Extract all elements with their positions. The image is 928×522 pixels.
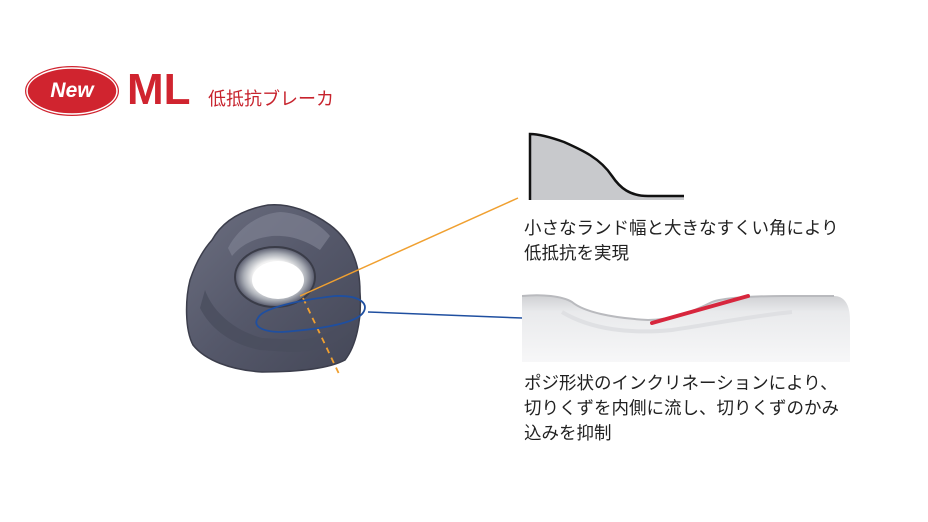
callout-text-rake: 小さなランド幅と大きなすくい角により 低抵抗を実現 [524,217,839,267]
new-badge [22,63,122,119]
callout-line: 低抵抗を実現 [524,244,629,264]
section-line [302,297,341,377]
highlight-ellipse [255,295,366,333]
leader-line-upper [299,197,519,297]
cross-section-profile [528,132,684,200]
product-code: ML [127,65,191,114]
leader-line-lower [367,311,523,319]
callout-line: 小さなランド幅と大きなすくい角により [524,219,839,239]
inclination-highlight [650,294,750,325]
edge-inclination-render [522,294,850,362]
callout-line: 込みを抑制 [524,424,612,444]
callout-line: ポジ形状のインクリネーションにより、 [524,374,838,394]
product-description: 低抵抗ブレーカ [208,89,334,110]
callout-line: 切りくずを内側に流し、切りくずのかみ [524,399,839,419]
callout-text-inclination: ポジ形状のインクリネーションにより、 切りくずを内側に流し、切りくずのかみ 込み… [524,372,839,447]
new-badge-label: New [50,79,94,102]
